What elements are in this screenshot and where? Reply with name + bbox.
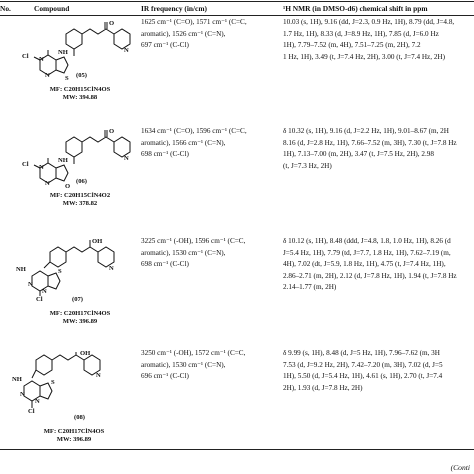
molecule-08: OH N NH N N S Cl	[12, 350, 138, 424]
pyridine-nitrogen-label: N	[109, 265, 114, 272]
ring-nitrogen-label-2: N	[45, 180, 50, 187]
chlorine-label: Cl	[22, 53, 29, 60]
molecule-05: O N Cl N N NH S	[14, 20, 138, 96]
ketone-oxygen-label: O	[109, 20, 115, 27]
compound-id-06: (06)	[76, 178, 87, 185]
formula-05: MF: C20H15ClN4OS	[49, 86, 111, 93]
header-rule	[0, 15, 474, 16]
top-rule	[0, 1, 474, 2]
header-compound: Compound	[34, 4, 70, 13]
amine-label: NH	[12, 376, 22, 383]
amine-label: NH	[16, 266, 26, 273]
nmr-07: δ 10.12 (s, 1H), 8.48 (ddd, J=4.8, 1.8, …	[283, 237, 457, 292]
continued-note: (Conti	[450, 463, 470, 472]
formula-08: MF: C20H17ClN4OS	[43, 428, 105, 435]
ir-06: 1634 cm⁻¹ (C=O), 1596 cm⁻¹ (C=C,aromatic…	[141, 127, 247, 159]
ring-nitrogen-label: N	[20, 391, 25, 398]
formula-06: MF: C20H15ClN4O2	[49, 192, 111, 199]
pyridine-nitrogen-label: N	[124, 47, 129, 54]
hydroxyl-label: OH	[92, 238, 103, 245]
ir-05: 1625 cm⁻¹ (C=O), 1571 cm⁻¹ (C=C,aromatic…	[141, 18, 247, 50]
chlorine-label: Cl	[36, 296, 43, 303]
ring-nitrogen-label: N	[39, 164, 44, 171]
header-no: No.	[0, 4, 11, 13]
nmr-08: δ 9.99 (s, 1H), 8.48 (d, J=5 Hz, 1H), 7.…	[283, 349, 443, 392]
bottom-rule	[0, 449, 474, 450]
weight-06: MW: 378.82	[62, 200, 98, 207]
ir-07: 3225 cm⁻¹ (-OH), 1596 cm⁻¹ (C=C,aromatic…	[141, 237, 246, 269]
amine-label: NH	[58, 157, 68, 164]
compound-id-07: (07)	[72, 296, 83, 303]
heteroatom-label: S	[65, 75, 69, 82]
pyridine-nitrogen-label: N	[124, 155, 129, 162]
pyridine-nitrogen-label: N	[96, 372, 101, 379]
weight-05: MW: 394.88	[62, 94, 98, 101]
formula-07: MF: C20H17ClN4OS	[49, 310, 111, 317]
ring-nitrogen-label-2: N	[45, 72, 50, 79]
molecule-07: OH N NH N N S Cl	[14, 238, 138, 304]
heteroatom-label: S	[58, 268, 62, 275]
ketone-oxygen-label: O	[109, 128, 115, 135]
header-nmr: ¹H NMR (in DMSO-d6) chemical shift in pp…	[283, 4, 428, 13]
amine-label: NH	[58, 49, 68, 56]
nmr-06: δ 10.32 (s, 1H), 9.16 (d, J=2.2 Hz, 1H),…	[283, 127, 457, 170]
nmr-05: 10.03 (s, 1H), 9.16 (dd, J=2.3, 0.9 Hz, …	[283, 18, 455, 61]
ir-08: 3250 cm⁻¹ (-OH), 1572 cm⁻¹ (C=C,aromatic…	[141, 349, 246, 381]
ring-nitrogen-label: N	[28, 281, 33, 288]
chlorine-label: Cl	[22, 161, 29, 168]
weight-07: MW: 396.89	[62, 318, 98, 325]
compound-id-08: (08)	[74, 414, 85, 421]
ring-nitrogen-label: N	[39, 56, 44, 63]
heteroatom-label: O	[65, 183, 71, 190]
weight-08: MW: 396.89	[56, 436, 92, 443]
compound-id-05: (05)	[76, 72, 87, 79]
molecule-06: O N Cl N N NH O	[14, 128, 138, 204]
ring-nitrogen-label-2: N	[35, 398, 40, 405]
ring-nitrogen-label-2: N	[42, 288, 47, 295]
heteroatom-label: S	[51, 379, 55, 386]
hydroxyl-label: OH	[80, 350, 91, 357]
header-ir: IR frequency (in/cm)	[141, 4, 207, 13]
chlorine-label: Cl	[28, 408, 35, 415]
